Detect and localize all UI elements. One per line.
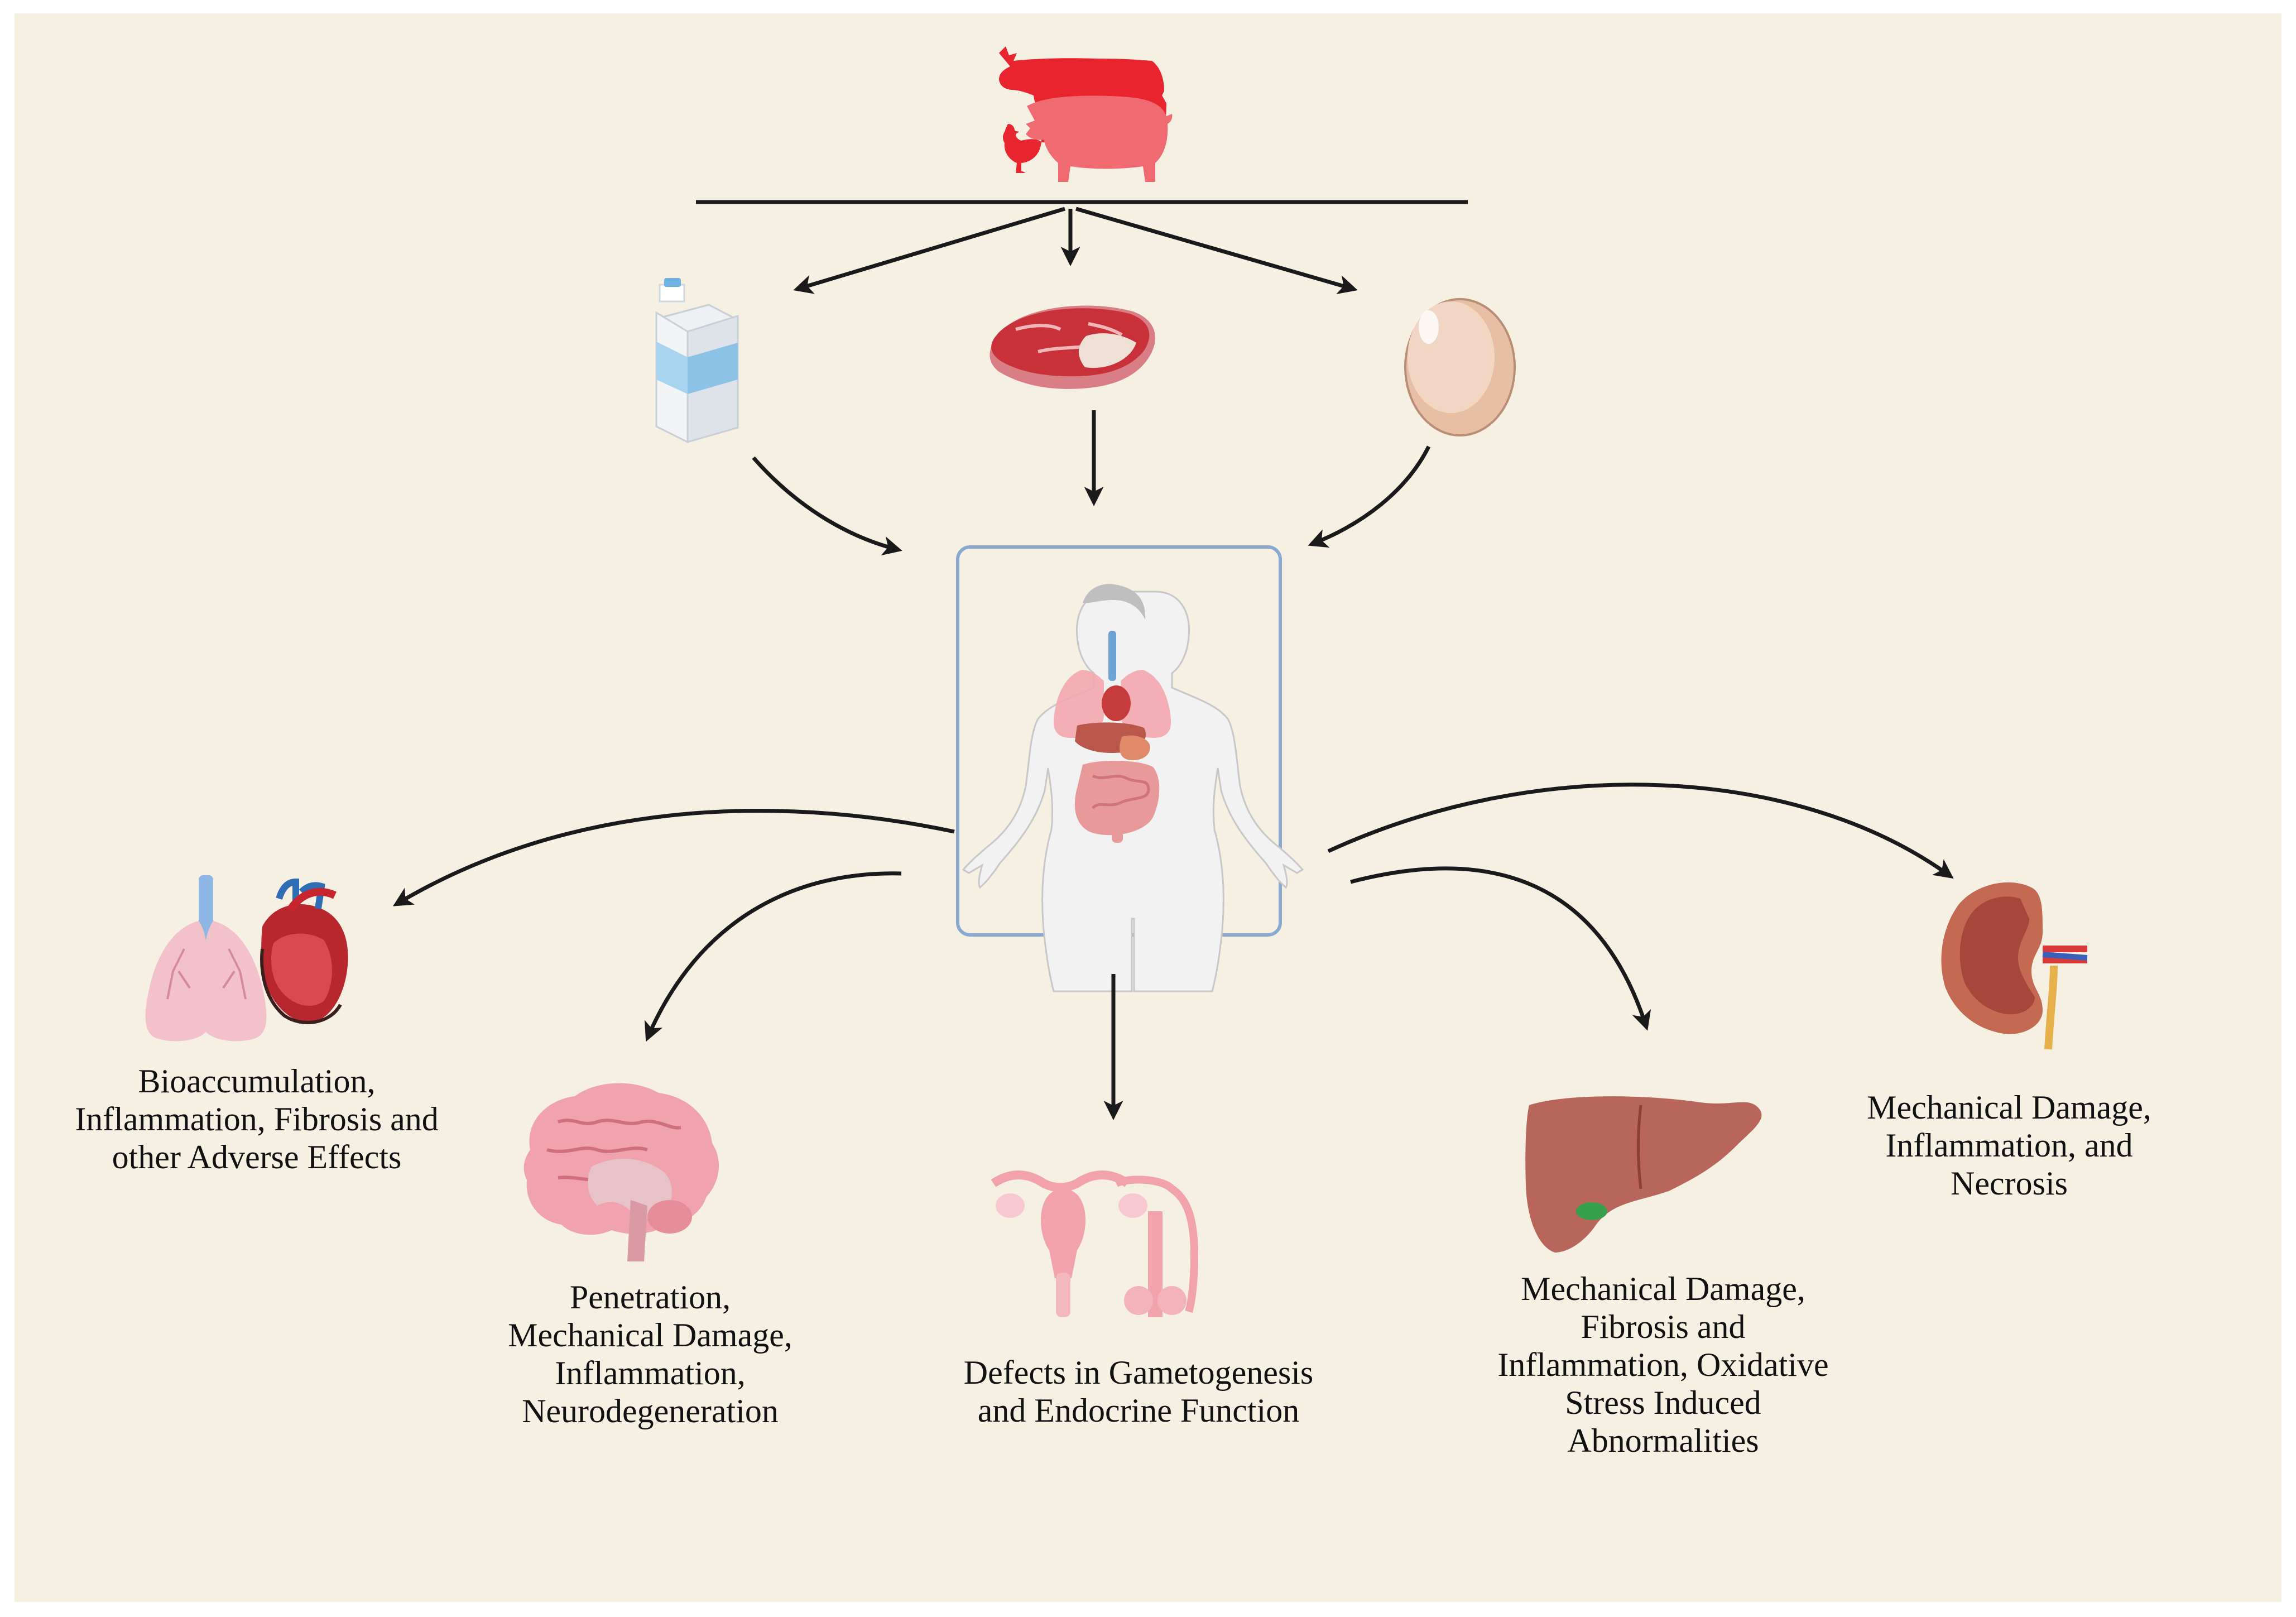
arrow-to-milk <box>793 207 1066 294</box>
effect-line: Neurodegeneration <box>522 1393 779 1429</box>
effect-line: Mechanical Damage, <box>1521 1270 1805 1307</box>
cow-pig-chicken-icon <box>999 46 1173 182</box>
human-to-effect-arrows <box>392 783 1954 1120</box>
meat-steak-icon <box>990 305 1155 389</box>
effect-line: and Endocrine Function <box>977 1392 1300 1429</box>
human-body-organs-icon <box>962 584 1304 992</box>
effect-label-lungs-heart: Bioaccumulation, Inflammation, Fibrosis … <box>0 1062 513 1176</box>
effect-label-reproductive: Defects in Gametogenesis and Endocrine F… <box>859 1354 1418 1429</box>
effect-line: Inflammation, Fibrosis and <box>75 1101 439 1138</box>
effect-line: Necrosis <box>1951 1165 2068 1202</box>
effect-line: Mechanical Damage, <box>1867 1089 2151 1126</box>
arrow-to-kidney <box>1327 783 1954 879</box>
brain-icon <box>523 1083 719 1261</box>
arrow-to-liver <box>1350 866 1651 1031</box>
effect-label-kidney: Mechanical Damage, Inflammation, and Nec… <box>1780 1088 2238 1202</box>
kidney-icon <box>1941 882 2088 1050</box>
milk-carton-icon <box>655 278 739 444</box>
reproductive-organs-icon <box>991 1170 1199 1317</box>
egg-icon <box>1404 298 1516 436</box>
effect-line: Inflammation, Oxidative <box>1497 1346 1829 1383</box>
lungs-heart-icon <box>145 875 348 1042</box>
effect-line: Inflammation, and <box>1885 1127 2133 1164</box>
arrow-to-lungs-heart <box>392 809 955 906</box>
effect-line: Inflammation, <box>555 1355 746 1392</box>
arrow-milk-to-human <box>752 456 902 556</box>
effect-line: Mechanical Damage, <box>508 1317 792 1354</box>
effect-label-brain: Penetration, Mechanical Damage, Inflamma… <box>391 1278 910 1430</box>
effect-line: Stress Induced <box>1565 1384 1761 1421</box>
effect-line: Defects in Gametogenesis <box>963 1354 1314 1391</box>
arrow-to-egg <box>1075 207 1358 295</box>
food-to-human-arrows <box>752 445 1431 556</box>
effect-line: Penetration, <box>569 1279 731 1316</box>
arrow-egg-to-human <box>1308 445 1431 548</box>
effect-line: Abnormalities <box>1567 1422 1759 1459</box>
liver-icon <box>1525 1096 1762 1253</box>
effect-label-liver: Mechanical Damage, Fibrosis and Inflamma… <box>1412 1270 1914 1460</box>
effect-line: Bioaccumulation, <box>138 1063 376 1100</box>
effect-line: Fibrosis and <box>1581 1308 1746 1345</box>
arrow-to-brain <box>644 871 902 1042</box>
source-arrows <box>793 207 1358 295</box>
effect-line: other Adverse Effects <box>112 1139 402 1175</box>
